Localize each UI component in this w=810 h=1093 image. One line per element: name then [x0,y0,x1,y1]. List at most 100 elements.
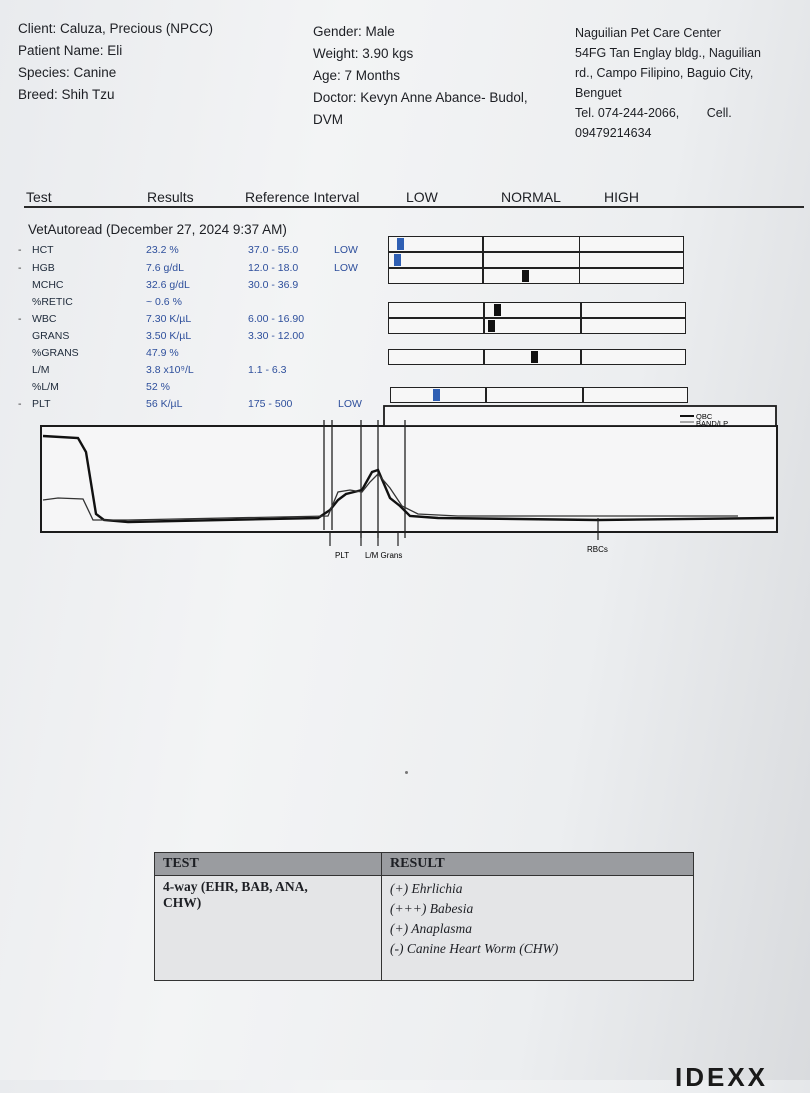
label-rbcs: RBCs [587,545,608,554]
col-low: LOW [406,189,438,205]
client-line: Client: Caluza, Precious (NPCC) [18,21,214,36]
result-babesia: (+++) Babesia [390,901,474,916]
weight-line: Weight: 3.90 kgs [313,46,414,61]
test-name: %L/M [32,381,59,393]
range-bar-wbc [388,302,686,318]
range-bar-divider [483,350,485,364]
label-plt: PLT [335,551,349,560]
test-name-2: CHW) [163,895,202,910]
clinic-name: Naguilian Pet Care Center [575,26,721,40]
reference-interval: 3.30 - 12.00 [248,330,305,342]
range-bar-divider [580,303,582,317]
clinic-cell: 09479214634 [575,126,652,140]
histogram-top-frame [383,405,777,427]
legend-2: BAND/LP [696,419,728,428]
range-marker [531,351,539,363]
clinic-address-2: rd., Campo Filipino, Baguio City, [575,66,754,80]
test-name: %GRANS [32,347,79,359]
range-bar-divider [580,319,582,333]
range-bar-mchc [388,268,684,284]
range-marker [488,320,496,332]
reference-interval: 37.0 - 55.0 [248,244,299,256]
patient-info: Client: Caluza, Precious (NPCC) Patient … [18,18,213,106]
result-value: 7.30 K/µL [146,313,192,325]
result-value: 32.6 g/dL [146,279,190,291]
clinic-address-1: 54FG Tan Englay bldg., Naguilian [575,46,761,60]
test-name: %RETIC [32,296,73,308]
result-anaplasma: (+) Anaplasma [390,921,472,936]
test-cell: 4-way (EHR, BAB, ANA, CHW) [154,875,382,981]
range-bar-divider [485,388,487,402]
result-row-grans: %GRANS 47.9 % [0,347,810,363]
histogram-legend: QBC BAND/LP [680,412,728,428]
col-test: Test [26,189,52,205]
reference-interval: 30.0 - 36.9 [248,279,299,291]
test-name: HCT [32,244,54,256]
histogram-curve-secondary [42,473,738,521]
clinic-phone: Tel. 074-244-2066, Cell. [575,103,805,123]
test-name: WBC [32,313,57,325]
range-bar-grans [388,318,686,334]
range-bar-hct [388,236,684,252]
col-reference: Reference Interval [245,189,360,205]
result-ehrlichia: (+) Ehrlichia [390,881,463,896]
range-marker [396,238,404,250]
dash: - [18,398,22,410]
range-bar-divider [483,319,485,333]
result-value: 3.8 x10⁹/L [146,364,194,376]
result-value: 47.9 % [146,347,179,359]
range-bar-divider [578,269,581,283]
histogram-dividers [323,420,406,538]
idexx-logo-text: IDEXX [675,1062,769,1092]
result-value: 52 % [146,381,170,393]
reference-interval: 12.0 - 18.0 [248,262,299,274]
test-name-1: 4-way (EHR, BAB, ANA, [163,879,308,894]
col-results: Results [147,189,194,205]
range-bar-divider [582,388,584,402]
clinic-tel: Tel. 074-244-2066, [575,106,680,120]
range-bar-plt [390,387,688,403]
range-bar-divider [482,253,484,267]
dash: - [18,262,22,274]
test-name: HGB [32,262,55,274]
result-row-lm: %L/M 52 % [0,381,810,397]
test-result-table: TEST RESULT 4-way (EHR, BAB, ANA, CHW) (… [154,852,694,981]
flag: LOW [334,262,358,274]
clinic-cell-label: Cell. [706,106,732,120]
result-row-retic: %RETIC ~ 0.6 % [0,296,810,312]
th-result: RESULT [381,852,694,876]
th-test: TEST [154,852,382,876]
legend-1: QBC [696,412,713,421]
result-value: 3.50 K/µL [146,330,192,342]
test-name: MCHC [32,279,64,291]
clinic-info: Naguilian Pet Care Center 54FG Tan Engla… [575,23,805,143]
header-rule [24,206,804,208]
range-bar-divider [483,303,485,317]
result-row-lm: L/M 3.8 x10⁹/L 1.1 - 6.3 [0,364,810,380]
result-row-mchc: MCHC 32.6 g/dL 30.0 - 36.9 [0,279,810,295]
age-line: Age: 7 Months [313,68,401,83]
test-name: L/M [32,364,50,376]
range-marker [393,254,401,266]
species-line: Species: Canine [18,65,117,80]
flag: LOW [338,398,362,410]
range-bar-divider [580,350,582,364]
reference-interval: 1.1 - 6.3 [248,364,287,376]
paper-speck [405,771,408,774]
histogram-ticks [329,518,599,546]
reference-interval: 175 - 500 [248,398,293,410]
result-value: ~ 0.6 % [146,296,182,308]
range-marker [433,389,441,401]
range-bar-grans [388,349,686,365]
patient-name-line: Patient Name: Eli [18,43,123,58]
reference-interval: 6.00 - 16.90 [248,313,305,325]
range-bar-divider [482,237,484,251]
dash: - [18,244,22,256]
histogram: QBC BAND/LP PLT L/M Grans RBCs [40,405,778,560]
label-lm-grans: L/M Grans [365,551,402,560]
